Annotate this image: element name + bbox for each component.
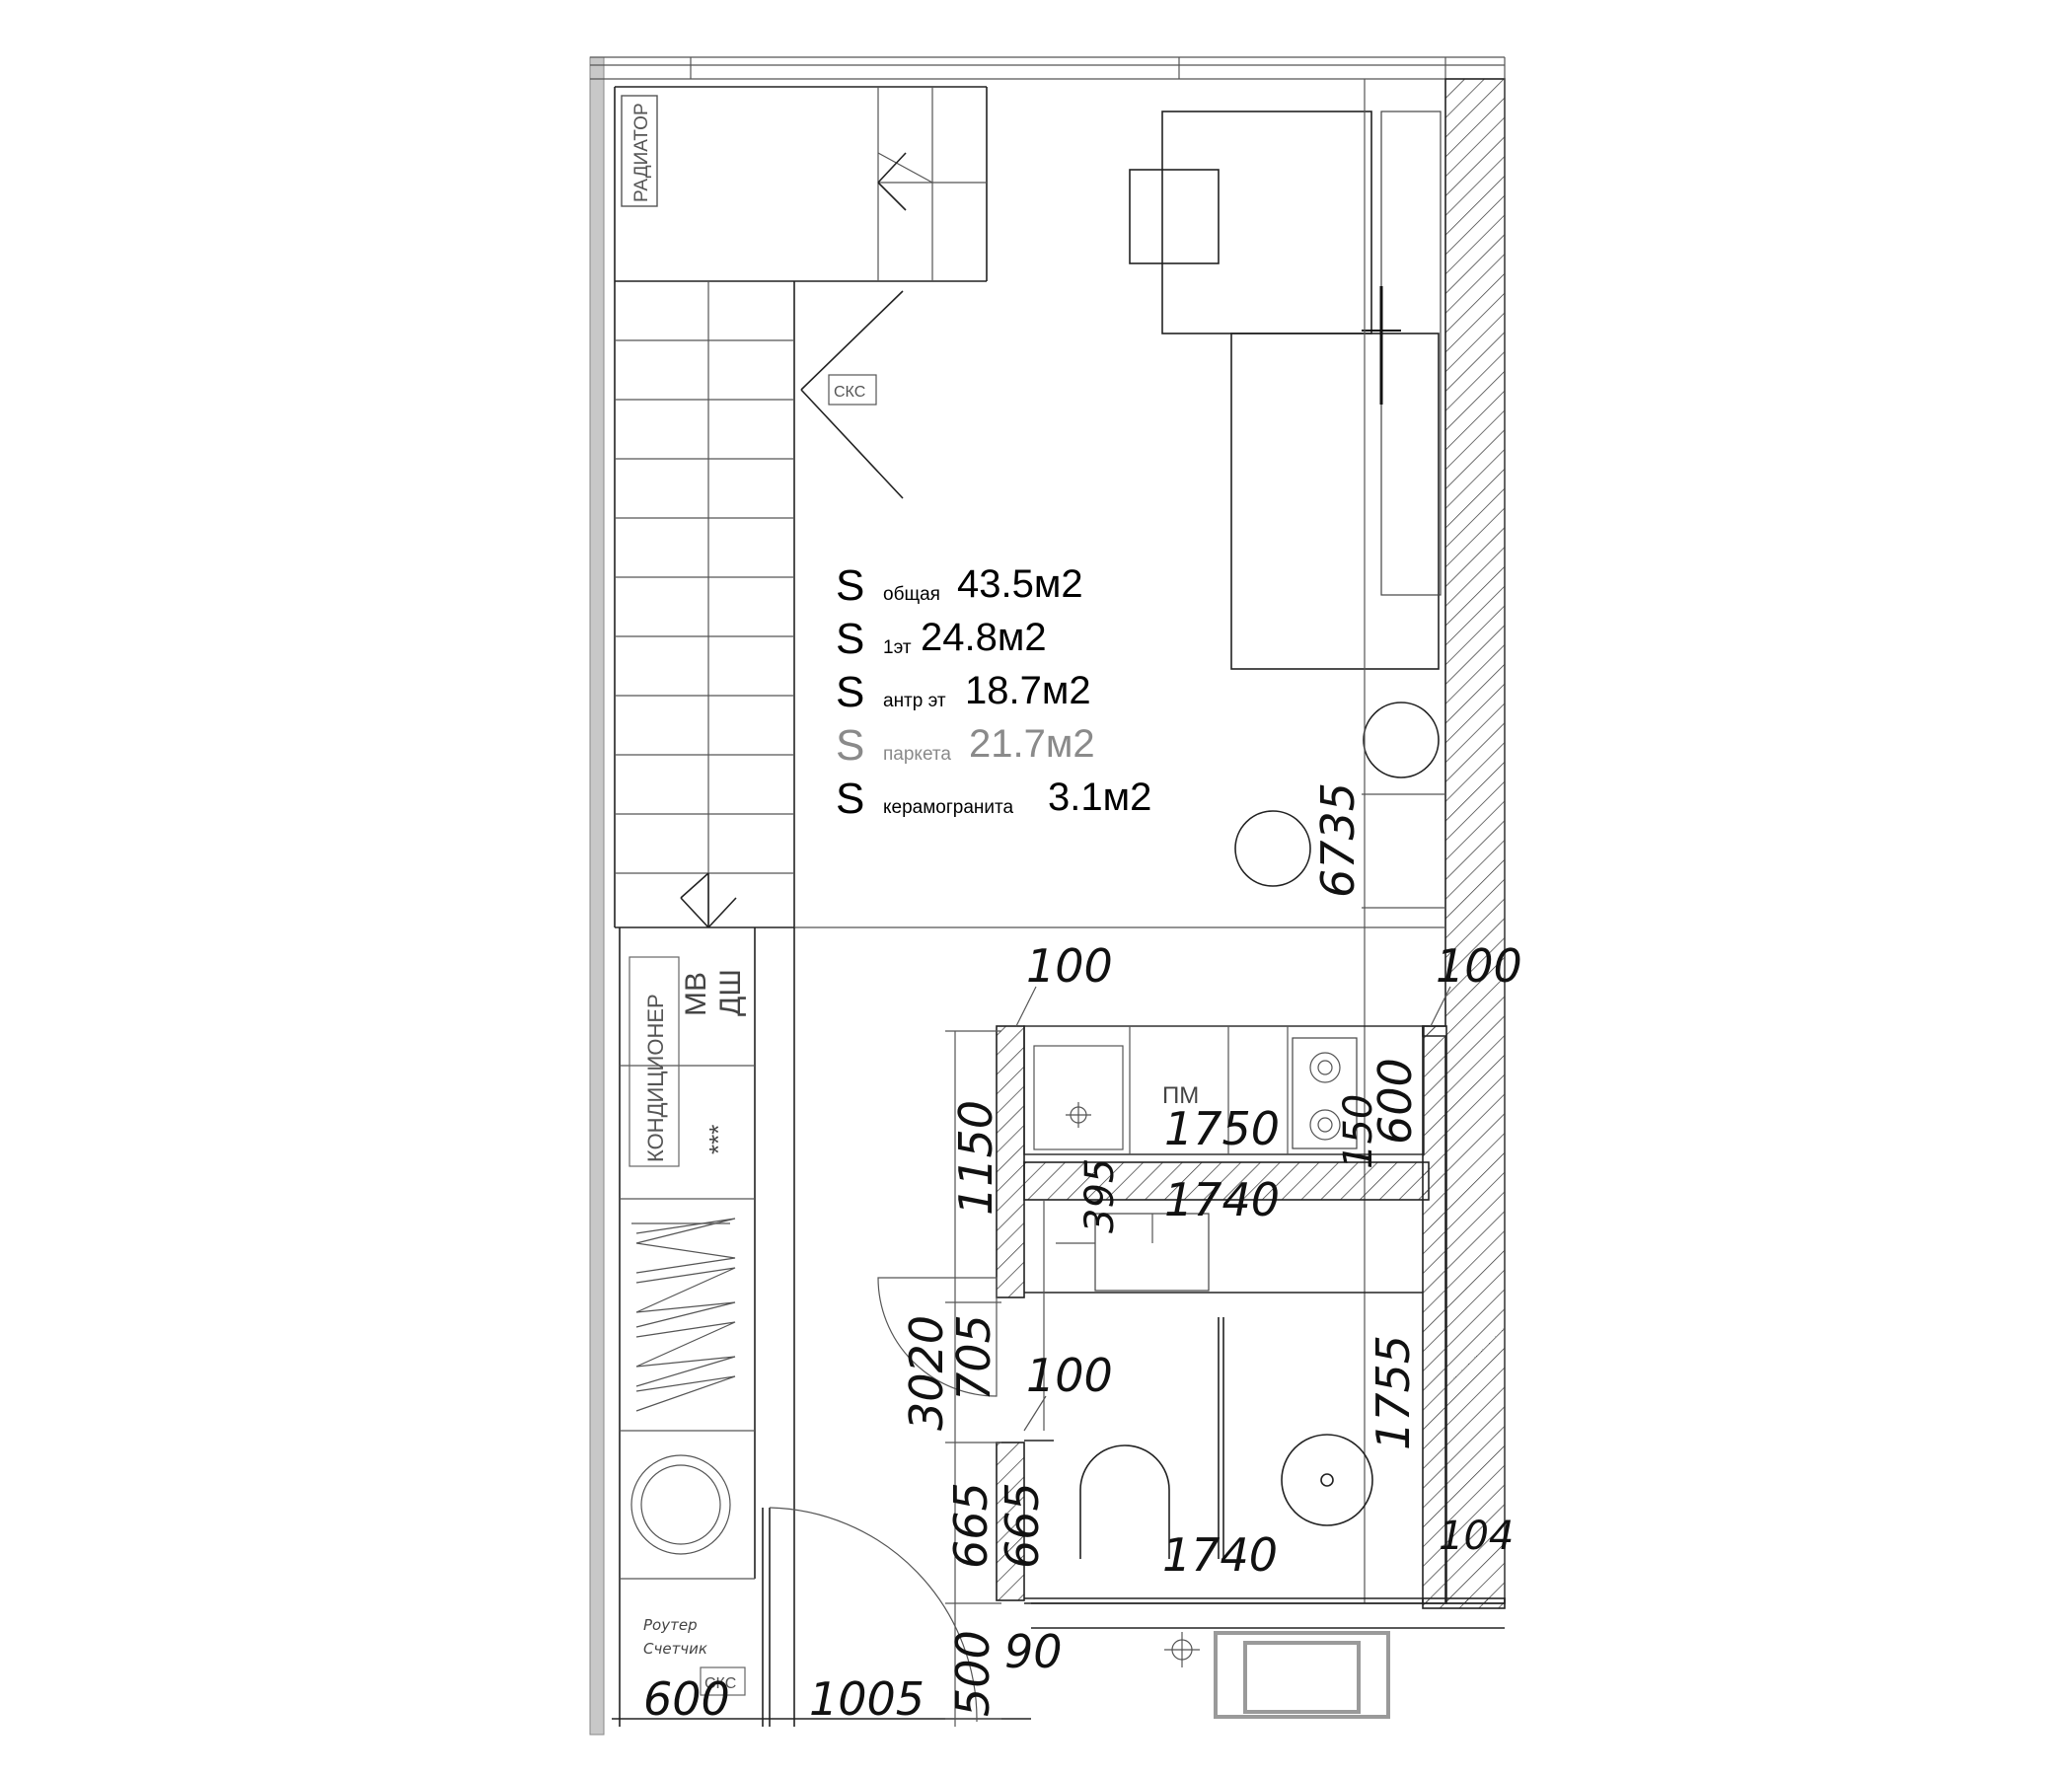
area-summary: S общая 43.5м2 S 1эт 24.8м2 S антр эт 18…: [836, 561, 1151, 823]
area-symbol: S: [836, 721, 864, 770]
dim-1005: 1005: [809, 1672, 925, 1726]
area-row: S керамогранита 3.1м2: [836, 775, 1151, 823]
dim-705: 705: [947, 1314, 1000, 1401]
shower-drain: [1281, 1434, 1373, 1526]
meter-label: Счетчик: [643, 1640, 707, 1658]
area-subscript: 1эт: [883, 637, 912, 658]
sks-top-box: [828, 374, 877, 406]
sks-bottom-box: [700, 1666, 746, 1696]
area-value: 3.1м2: [1048, 776, 1151, 819]
area-subscript: общая: [883, 584, 940, 605]
area-value: 24.8м2: [921, 616, 1047, 659]
cooktop: [1292, 1037, 1358, 1149]
nightstand: [1161, 111, 1372, 334]
area-subscript: керамогранита: [883, 797, 1014, 818]
stool-bottom: [1234, 810, 1311, 887]
kitchen: ПМ: [996, 1025, 1447, 1604]
balcony: [1164, 1631, 1390, 1719]
washing-machine: [630, 1454, 731, 1555]
dim-665-b: 665: [996, 1482, 1049, 1569]
area-value: 43.5м2: [957, 562, 1083, 606]
sks-top-label: СКС: [834, 384, 865, 401]
area-row: S 1эт 24.8м2: [836, 615, 1047, 663]
radiator-area: РАДИАТОР: [614, 86, 988, 282]
dim-1755: 1755: [1367, 1335, 1420, 1450]
dim-3020: 3020: [900, 1315, 953, 1431]
bed-furniture: [1129, 111, 1445, 909]
area-row: S антр эт 18.7м2: [836, 668, 1091, 716]
bathroom-left-wall: [996, 1442, 1025, 1601]
dim-104: 104: [1439, 1514, 1514, 1559]
hanger-rail: [631, 1218, 736, 1412]
dim-100-right: 100: [1436, 939, 1522, 993]
dim-90: 90: [1004, 1625, 1063, 1678]
area-value: 21.7м2: [969, 722, 1095, 766]
dim-665-a: 665: [944, 1482, 998, 1569]
stool-top: [1363, 702, 1440, 778]
dim-150: 150: [1336, 1094, 1381, 1169]
kitchen-left-wall: [996, 1025, 1025, 1298]
dim-600-bottom: 600: [643, 1672, 730, 1726]
entrance-door: [762, 1507, 978, 1727]
sink: [1033, 1045, 1124, 1150]
area-subscript: паркета: [883, 744, 951, 765]
dsh-label: ДШ: [714, 969, 747, 1016]
dim-100-top: 100: [1026, 939, 1113, 993]
conditioner-label: КОНДИЦИОНЕР: [643, 994, 668, 1162]
bathroom: [996, 1200, 1423, 1604]
bed: [1230, 333, 1440, 670]
utility-column: КОНДИЦИОНЕР МВ ДШ *** Роутер Счетчик СКС: [619, 927, 795, 1727]
bathroom-right-wall: [1422, 1025, 1447, 1604]
dim-100-mid: 100: [1026, 1349, 1113, 1402]
dim-1150: 1150: [949, 1100, 1002, 1216]
dishwasher-label: ПМ: [1162, 1082, 1199, 1109]
wardrobe: [1380, 111, 1442, 596]
area-row: S общая 43.5м2: [836, 561, 1083, 610]
area-row: S паркета 21.7м2: [836, 721, 1095, 770]
router-label: Роутер: [643, 1616, 698, 1634]
area-symbol: S: [836, 775, 864, 823]
radiator-box: [621, 95, 658, 207]
staircase: СКС: [614, 281, 904, 928]
chair: [1129, 169, 1220, 264]
conditioner-box: [629, 956, 680, 1167]
dim-395: 395: [1077, 1158, 1123, 1233]
dim-6735: 6735: [1311, 782, 1365, 898]
stars-label: ***: [703, 1125, 733, 1154]
dim-1740-top: 1740: [1164, 1173, 1280, 1226]
mv-label: МВ: [680, 972, 712, 1016]
bathroom-top-wall: [1023, 1161, 1430, 1201]
dimension-lines: [945, 986, 1451, 1727]
dim-600-right: 600: [1369, 1058, 1422, 1145]
toilet: [1079, 1444, 1170, 1559]
area-symbol: S: [836, 668, 864, 716]
dim-500: 500: [946, 1630, 999, 1717]
left-wall: [589, 56, 605, 1736]
area-value: 18.7м2: [965, 669, 1091, 712]
radiator-label: РАДИАТОР: [631, 103, 652, 202]
dim-1750: 1750: [1164, 1102, 1280, 1155]
area-symbol: S: [836, 615, 864, 663]
bathroom-door: [877, 1277, 998, 1397]
area-symbol: S: [836, 561, 864, 610]
area-subscript: антр эт: [883, 691, 946, 711]
sks-bottom-label: СКС: [704, 1675, 736, 1692]
dim-1740-bottom: 1740: [1162, 1528, 1278, 1582]
window-frame: [1214, 1631, 1390, 1719]
dimension-labels: 6735 100 100 1150 395 1750 150 600 1740 …: [643, 782, 1522, 1726]
